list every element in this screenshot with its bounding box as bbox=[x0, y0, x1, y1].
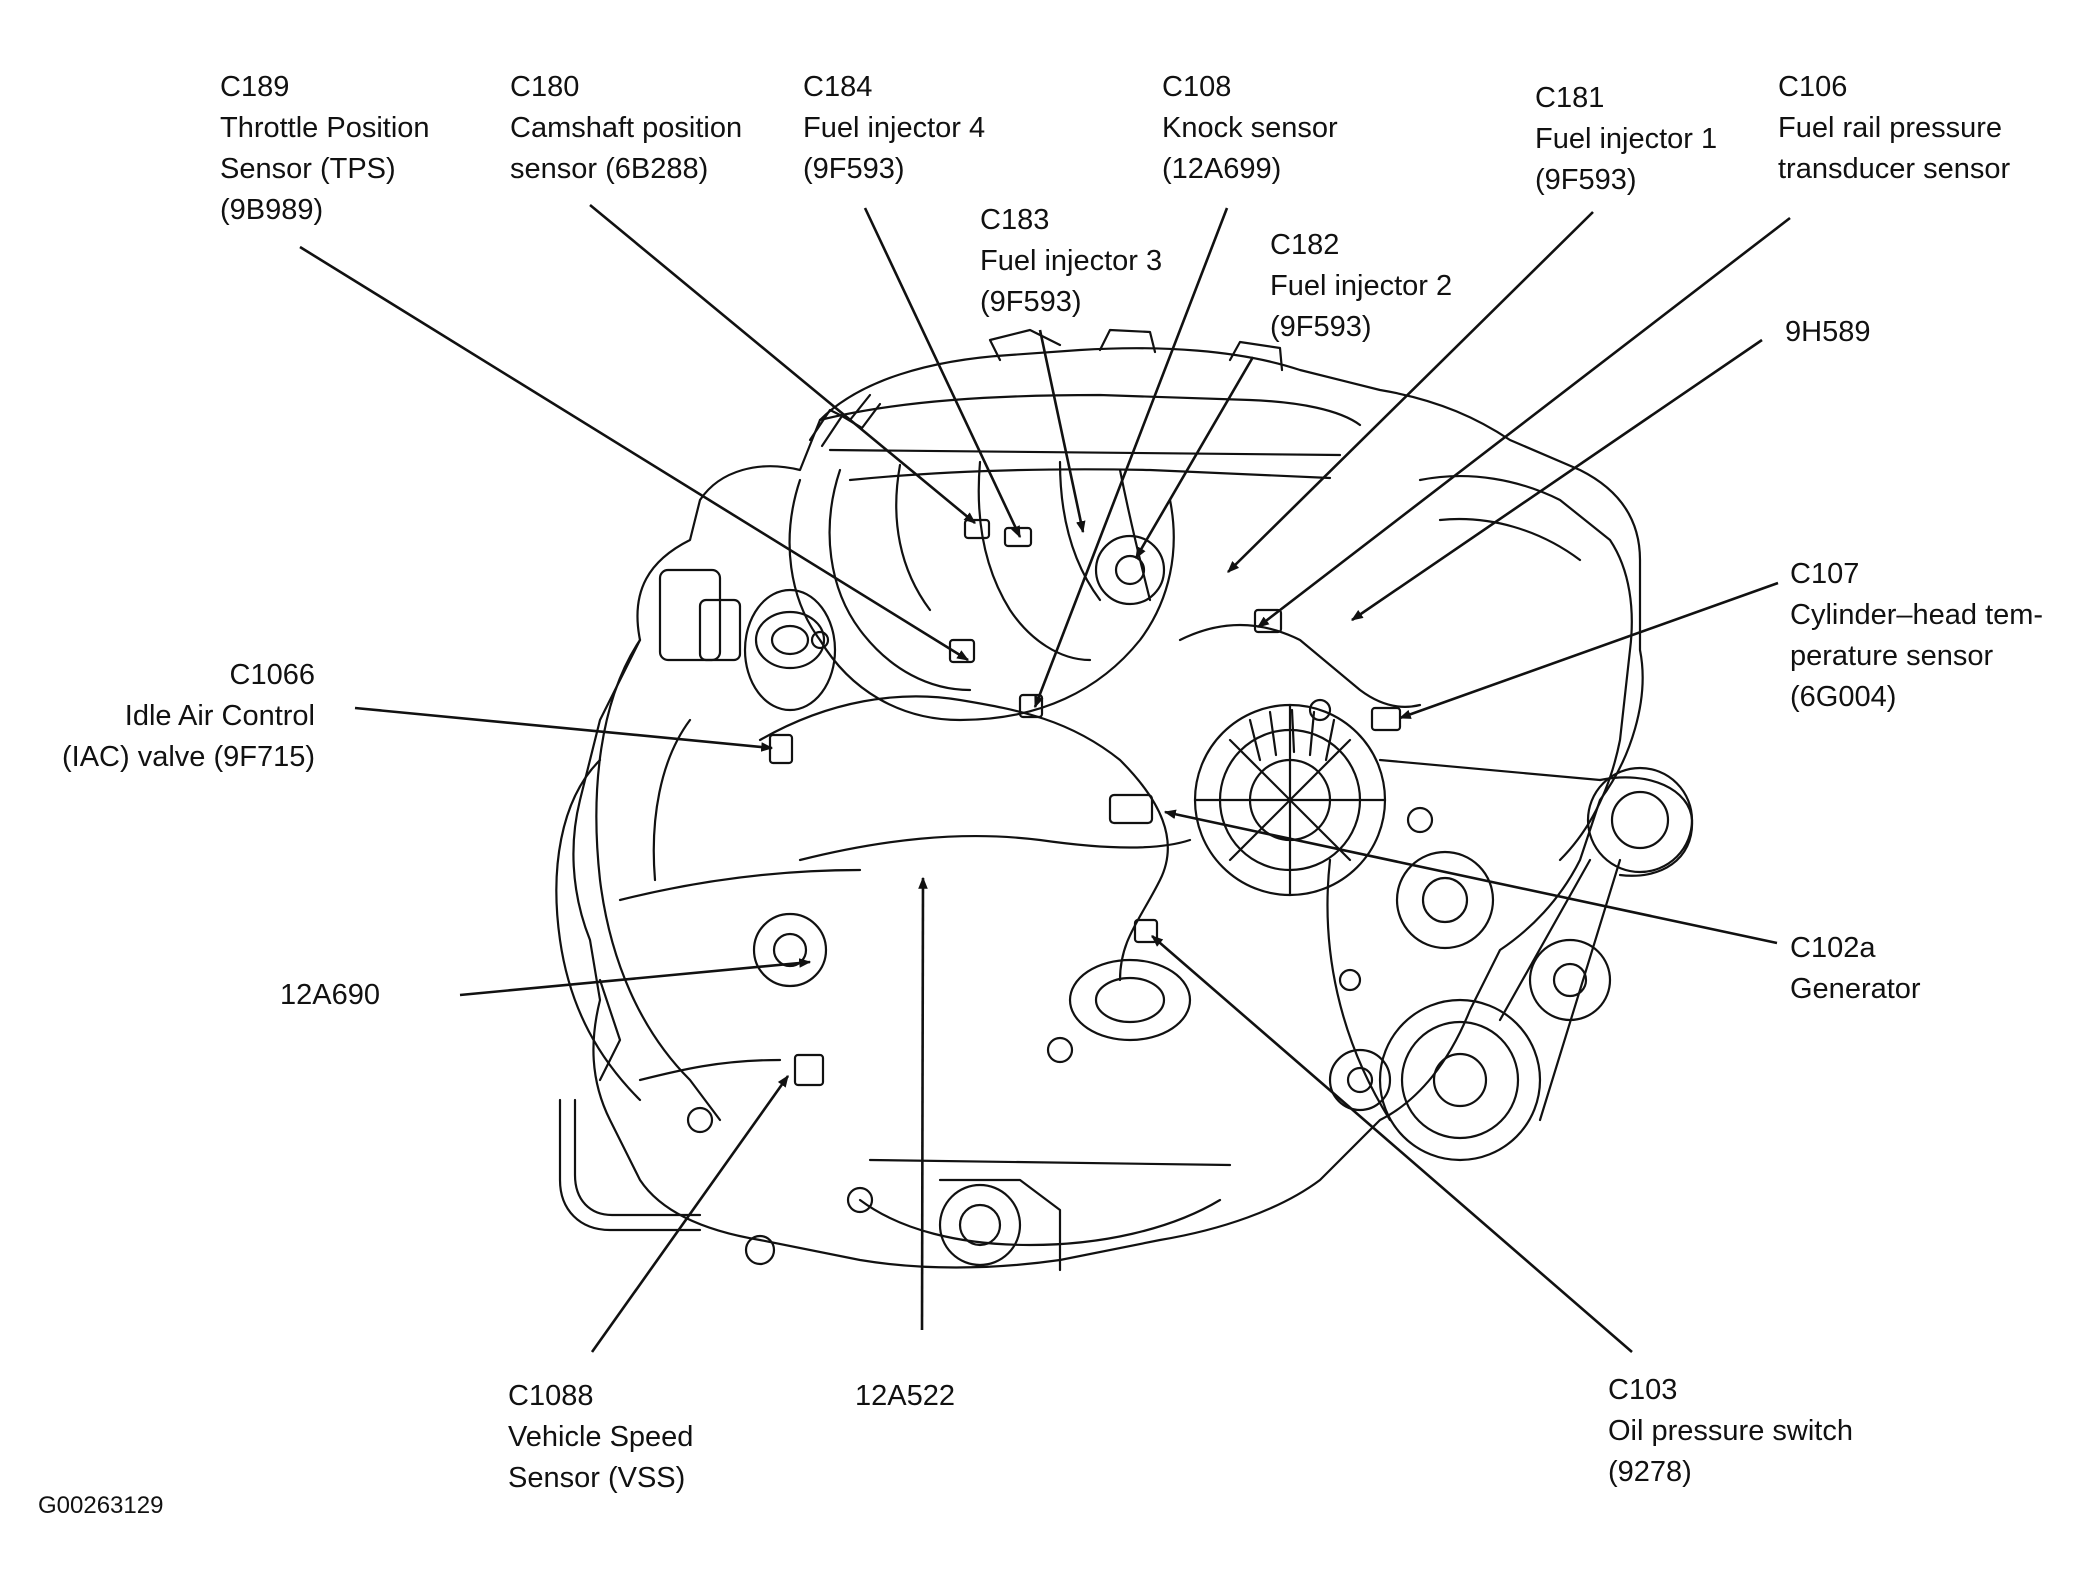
leader-c181 bbox=[1227, 211, 1594, 573]
wiring-harness bbox=[758, 695, 1169, 982]
callout-code: C1066 bbox=[229, 659, 315, 691]
callout-code: 12A690 bbox=[280, 979, 380, 1011]
leader-c180 bbox=[589, 203, 976, 525]
leader-lines bbox=[299, 203, 1791, 1353]
bell-housing bbox=[595, 638, 722, 1122]
callout-text: Sensor (TPS) bbox=[220, 153, 396, 185]
callout-text: Knock sensor bbox=[1162, 112, 1338, 144]
engine-block-outline bbox=[572, 347, 1644, 1269]
engine-drawing bbox=[555, 328, 1694, 1272]
connector-c106 bbox=[1253, 608, 1283, 634]
leader-c1088 bbox=[590, 1075, 790, 1353]
callout-code: C1088 bbox=[508, 1380, 594, 1412]
leader-c182 bbox=[1134, 356, 1255, 560]
connector-c1088 bbox=[793, 1053, 825, 1087]
connector-c102a bbox=[1108, 793, 1154, 825]
connector-c1066 bbox=[768, 733, 794, 765]
callout-text: Vehicle Speed bbox=[508, 1421, 694, 1453]
callout-c107: C107 Cylinder–head tem- perature sensor … bbox=[1790, 554, 2043, 718]
connector-c189 bbox=[948, 638, 976, 664]
callout-c1088: C1088 Vehicle Speed Sensor (VSS) bbox=[508, 1376, 693, 1499]
callout-text: Fuel rail pressure bbox=[1778, 112, 2003, 144]
connector-c184 bbox=[963, 518, 991, 540]
callout-12a522: 12A522 bbox=[855, 1376, 955, 1417]
callout-code: C181 bbox=[1535, 82, 1605, 114]
callout-code: C103 bbox=[1608, 1374, 1678, 1406]
callout-text: transducer sensor bbox=[1778, 153, 2011, 185]
leader-c106 bbox=[1257, 216, 1791, 629]
callout-code: C183 bbox=[980, 204, 1050, 236]
callout-code: C107 bbox=[1790, 558, 1860, 590]
callout-code: C182 bbox=[1270, 229, 1340, 261]
callout-c103: C103 Oil pressure switch (9278) bbox=[1608, 1370, 1853, 1493]
drive-belt bbox=[1326, 758, 1622, 1122]
callout-c108: C108 Knock sensor (12A699) bbox=[1162, 67, 1338, 190]
callout-text: Fuel injector 4 bbox=[803, 112, 986, 144]
crank-pulley bbox=[1378, 998, 1542, 1162]
callout-text: Throttle Position bbox=[220, 112, 430, 144]
callout-code: C102a bbox=[1790, 932, 1876, 964]
callout-text: Oil pressure switch bbox=[1608, 1415, 1853, 1447]
callout-9h589: 9H589 bbox=[1785, 312, 1870, 353]
leader-c102a bbox=[1163, 809, 1778, 945]
leader-c108 bbox=[1033, 207, 1229, 709]
connector-c107 bbox=[1370, 706, 1402, 732]
leader-9h589 bbox=[1351, 338, 1763, 622]
leader-c107 bbox=[1398, 581, 1779, 720]
callout-c106: C106 Fuel rail pressure transducer senso… bbox=[1778, 67, 2010, 190]
callout-text: Fuel injector 1 bbox=[1535, 123, 1718, 155]
callout-text: Fuel injector 3 bbox=[980, 245, 1163, 277]
figure-id: G00263129 bbox=[38, 1492, 164, 1519]
leader-c1066 bbox=[354, 706, 774, 752]
callout-c182: C182 Fuel injector 2 (9F593) bbox=[1270, 225, 1452, 348]
callout-text: Cylinder–head tem- bbox=[1790, 599, 2044, 631]
callout-c181: C181 Fuel injector 1 (9F593) bbox=[1535, 78, 1717, 201]
callout-code: C189 bbox=[220, 71, 290, 103]
callout-text: Camshaft position bbox=[510, 112, 743, 144]
leader-12a522 bbox=[918, 876, 928, 1331]
callout-text: (9F593) bbox=[980, 286, 1082, 318]
callout-text: sensor (6B288) bbox=[510, 153, 709, 185]
callout-12a690: 12A690 bbox=[280, 975, 380, 1016]
leader-c183 bbox=[1038, 329, 1086, 534]
callout-c184: C184 Fuel injector 4 (9F593) bbox=[803, 67, 985, 190]
callout-c102a: C102a Generator bbox=[1790, 928, 1921, 1010]
callout-text: (9278) bbox=[1608, 1456, 1692, 1488]
callout-text: (9F593) bbox=[1270, 311, 1372, 343]
callout-code: C108 bbox=[1162, 71, 1232, 103]
callout-c1066: C1066 Idle Air Control (IAC) valve (9F71… bbox=[62, 655, 315, 778]
callout-text: (12A699) bbox=[1162, 153, 1282, 185]
callout-text: perature sensor bbox=[1790, 640, 1994, 672]
callout-text: Idle Air Control bbox=[124, 700, 315, 732]
callout-text: (9F593) bbox=[1535, 164, 1637, 196]
leader-c184 bbox=[863, 207, 1022, 539]
callout-c189: C189 Throttle Position Sensor (TPS) (9B9… bbox=[220, 67, 430, 231]
callout-text: (IAC) valve (9F715) bbox=[61, 741, 315, 773]
callout-code: C184 bbox=[803, 71, 873, 103]
callout-c180: C180 Camshaft position sensor (6B288) bbox=[510, 67, 742, 190]
throttle-body bbox=[754, 610, 826, 670]
callout-text: Generator bbox=[1790, 973, 1921, 1005]
callout-code: C106 bbox=[1778, 71, 1848, 103]
callout-c183: C183 Fuel injector 3 (9F593) bbox=[980, 200, 1162, 323]
callout-text: Sensor (VSS) bbox=[508, 1462, 686, 1494]
leader-12a690 bbox=[459, 958, 812, 997]
callout-text: (9F593) bbox=[803, 153, 905, 185]
callout-text: (6G004) bbox=[1790, 681, 1897, 713]
leader-c189 bbox=[299, 245, 970, 662]
callout-code: 12A522 bbox=[855, 1380, 955, 1412]
callout-text: (9B989) bbox=[220, 194, 324, 226]
leader-c103 bbox=[1151, 935, 1633, 1353]
callout-code: C180 bbox=[510, 71, 580, 103]
callout-code: 9H589 bbox=[1785, 316, 1871, 348]
callout-text: Fuel injector 2 bbox=[1270, 270, 1453, 302]
intake-manifold bbox=[788, 478, 1175, 722]
connector-c103 bbox=[1133, 918, 1159, 944]
